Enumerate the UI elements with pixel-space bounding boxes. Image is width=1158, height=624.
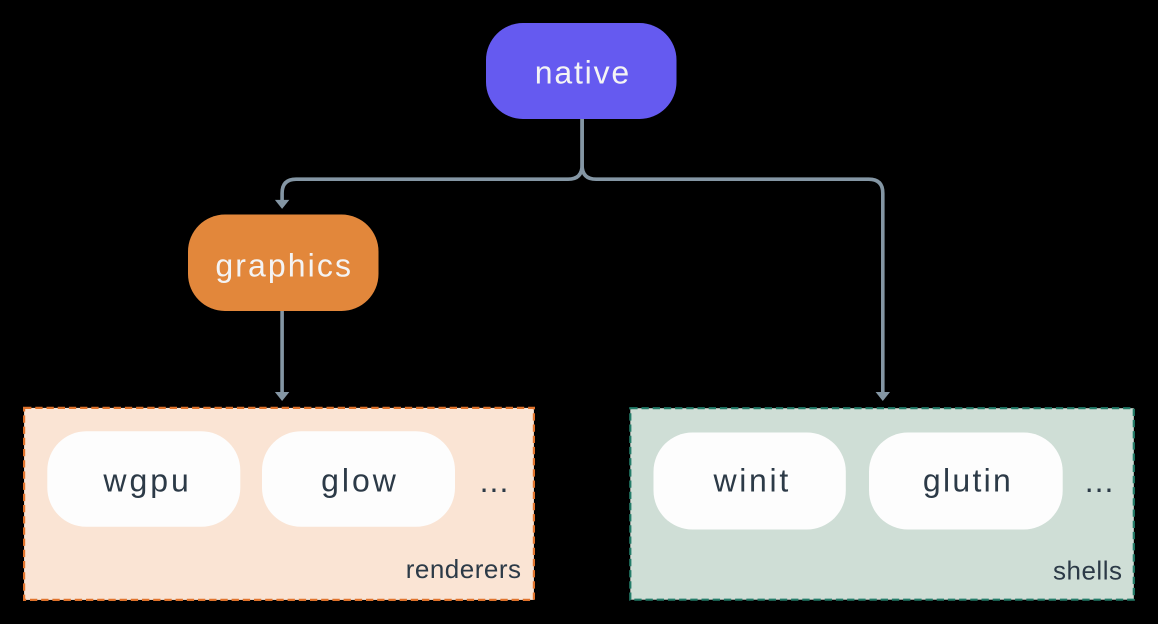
svg-text:...: ... bbox=[480, 463, 510, 499]
svg-text:winit: winit bbox=[712, 463, 791, 499]
svg-text:renderers: renderers bbox=[406, 554, 522, 584]
svg-text:glow: glow bbox=[321, 463, 399, 499]
svg-text:wgpu: wgpu bbox=[102, 463, 192, 499]
svg-text:native: native bbox=[535, 54, 631, 90]
svg-text:...: ... bbox=[1085, 463, 1115, 499]
svg-text:shells: shells bbox=[1053, 555, 1122, 585]
svg-text:graphics: graphics bbox=[215, 247, 353, 283]
svg-text:glutin: glutin bbox=[923, 463, 1013, 499]
